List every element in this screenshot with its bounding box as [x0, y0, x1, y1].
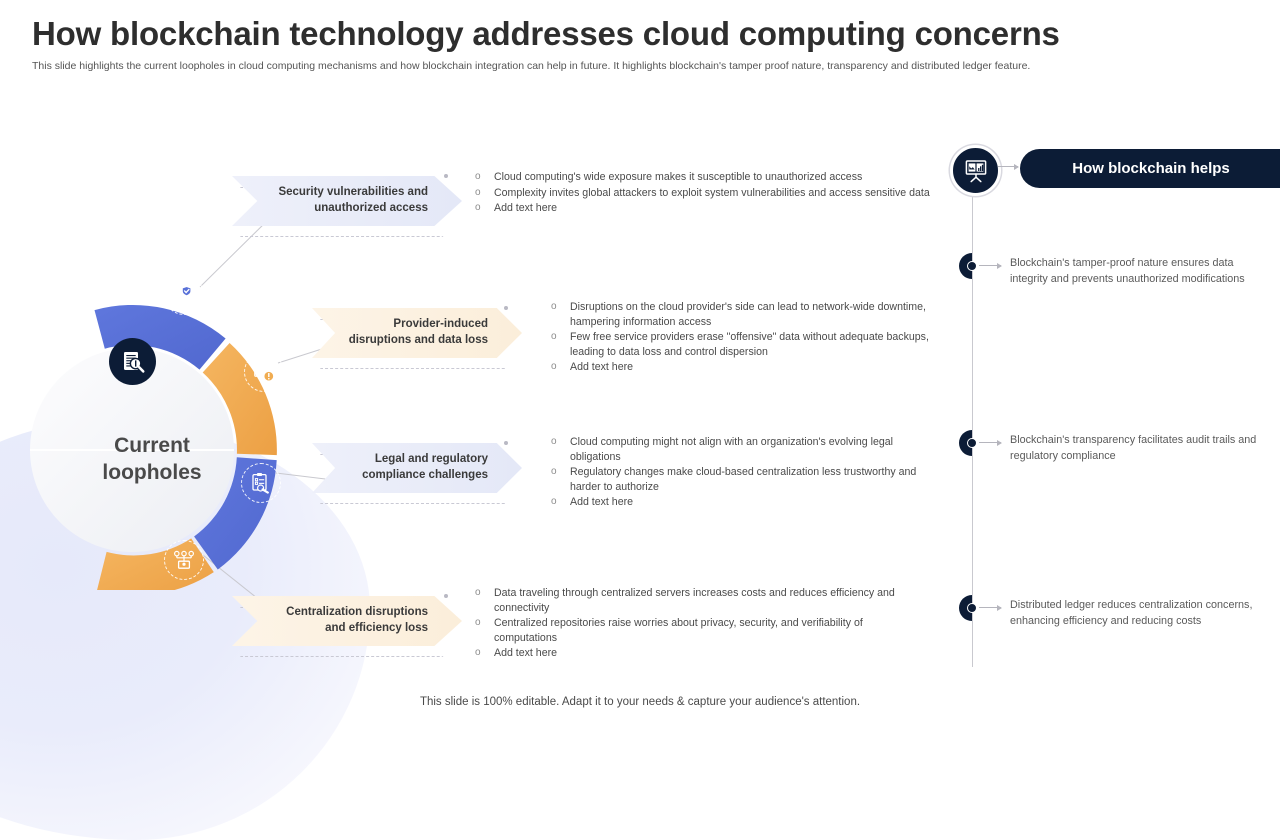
- list-item: Few free service providers erase "offens…: [548, 330, 933, 359]
- donut-center-line2: loopholes: [102, 461, 202, 485]
- rail-marker: [959, 253, 977, 279]
- loophole-label-4-text: Centralization disruptions and efficienc…: [286, 606, 428, 634]
- distributed-network-icon: [164, 540, 204, 580]
- loophole-bullets-1: Cloud computing's wide exposure makes it…: [472, 170, 932, 217]
- list-item: Disruptions on the cloud provider's side…: [548, 300, 933, 329]
- rail-arrow-icon: [979, 262, 1002, 269]
- loophole-label-1-dot: [444, 174, 448, 178]
- loophole-label-4-dot: [444, 594, 448, 598]
- loophole-label-3-dot: [504, 441, 508, 445]
- list-item: Centralized repositories raise worries a…: [472, 616, 917, 645]
- loophole-label-2-text: Provider-induced disruptions and data lo…: [348, 318, 488, 346]
- list-item: Cloud computing's wide exposure makes it…: [472, 170, 932, 185]
- list-item: Add text here: [472, 201, 932, 216]
- rail-item-3-text: Distributed ledger reduces centralizatio…: [1010, 599, 1253, 627]
- presentation-board-icon: [950, 145, 1001, 196]
- rail-vertical-line: [972, 197, 973, 667]
- rail-arrow-icon: [979, 439, 1002, 446]
- list-item: Cloud computing might not align with an …: [548, 435, 928, 464]
- list-item: Add text here: [548, 495, 928, 510]
- list-item: Regulatory changes make cloud-based cent…: [548, 465, 928, 494]
- loophole-label-4[interactable]: Centralization disruptions and efficienc…: [232, 594, 470, 657]
- how-blockchain-helps-rail: How blockchain helps Blockchain's tamper…: [950, 145, 1280, 675]
- loophole-label-2-dot: [504, 306, 508, 310]
- slide-header: How blockchain technology addresses clou…: [32, 15, 1260, 73]
- loophole-label-3-body: Legal and regulatory compliance challeng…: [312, 443, 522, 493]
- list-item: Add text here: [548, 360, 933, 375]
- donut-center-line1: Current: [114, 434, 190, 457]
- rail-marker: [959, 430, 977, 456]
- rail-title: How blockchain helps: [1072, 160, 1230, 177]
- document-search-icon: [109, 338, 156, 385]
- page-subtitle: This slide highlights the current loopho…: [32, 59, 1031, 72]
- list-item: Data traveling through centralized serve…: [472, 586, 917, 615]
- loophole-label-1[interactable]: Security vulnerabilities and unauthorize…: [232, 174, 470, 237]
- loophole-label-3[interactable]: Legal and regulatory compliance challeng…: [312, 441, 530, 504]
- loophole-bullets-3: Cloud computing might not align with an …: [548, 435, 928, 511]
- donut-center-label: Current loopholes: [66, 432, 238, 487]
- list-item: Complexity invites global attackers to e…: [472, 186, 932, 201]
- rail-item-2-text: Blockchain's transparency facilitates au…: [1010, 434, 1257, 462]
- loophole-label-3-text: Legal and regulatory compliance challeng…: [362, 453, 488, 481]
- footer-note: This slide is 100% editable. Adapt it to…: [419, 696, 861, 708]
- legal-clipboard-gavel-icon: [241, 463, 281, 503]
- rail-marker: [959, 595, 977, 621]
- loophole-label-2[interactable]: Provider-induced disruptions and data lo…: [312, 306, 530, 369]
- loophole-label-4-body: Centralization disruptions and efficienc…: [232, 596, 462, 646]
- rail-item-1-text: Blockchain's tamper-proof nature ensures…: [1010, 257, 1245, 285]
- rail-arrow-icon: [979, 604, 1002, 611]
- loophole-label-1-body: Security vulnerabilities and unauthorize…: [232, 176, 462, 226]
- loophole-bullets-4: Data traveling through centralized serve…: [472, 586, 917, 662]
- rail-head-arrow-icon: [998, 163, 1019, 170]
- data-alert-icon: [244, 352, 284, 392]
- user-shield-icon: [164, 275, 204, 315]
- loophole-label-2-body: Provider-induced disruptions and data lo…: [312, 308, 522, 358]
- loophole-label-1-text: Security vulnerabilities and unauthorize…: [278, 186, 428, 214]
- loophole-bullets-2: Disruptions on the cloud provider's side…: [548, 300, 933, 376]
- rail-title-pill: How blockchain helps: [1020, 149, 1280, 188]
- page-title: How blockchain technology addresses clou…: [32, 15, 1060, 52]
- list-item: Add text here: [472, 646, 917, 661]
